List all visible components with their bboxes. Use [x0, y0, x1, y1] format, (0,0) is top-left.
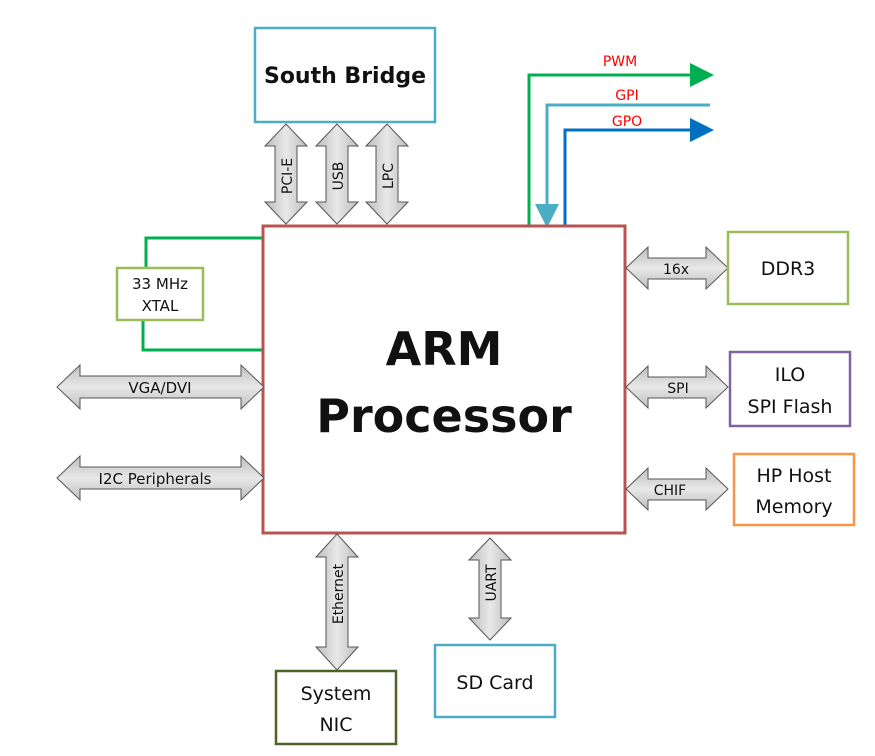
xtal-label-line2: XTAL	[142, 297, 179, 315]
spi-bus-label: SPI	[667, 381, 688, 397]
hp-host-memory-block: HP Host Memory	[732, 452, 856, 527]
spi-bus-arrow: SPI	[625, 364, 729, 410]
uart-bus-arrow: UART	[467, 537, 513, 641]
nic-label-line1: System	[301, 683, 372, 705]
gpi-signal: GPI	[535, 88, 710, 228]
pcie-bus-label: PCI-E	[280, 158, 296, 194]
xtal-wires	[141, 236, 262, 352]
lpc-bus-arrow: LPC	[364, 123, 410, 225]
arm-processor-block: ARM Processor	[261, 224, 627, 535]
gpo-label: GPO	[612, 114, 642, 130]
nic-label-line2: NIC	[319, 714, 352, 736]
ethernet-bus-label: Ethernet	[331, 563, 347, 624]
ddr-bus-label: 16x	[663, 262, 689, 278]
ddr-bus-arrow: 16x	[625, 245, 729, 291]
pwm-signal: PWM	[527, 54, 714, 225]
usb-bus-arrow: USB	[314, 123, 360, 225]
hp-host-label-line1: HP Host	[756, 465, 831, 487]
chif-bus-label: CHIF	[654, 483, 686, 499]
pcie-bus-arrow: PCI-E	[263, 123, 309, 225]
ddr3-label: DDR3	[761, 258, 816, 280]
south-bridge-block: South Bridge	[253, 26, 437, 124]
processor-label-line1: ARM	[386, 322, 503, 376]
gpo-signal: GPO	[563, 114, 714, 225]
sd-card-block: SD Card	[433, 643, 557, 719]
chif-bus-arrow: CHIF	[625, 466, 729, 512]
ilo-spi-flash-block: ILO SPI Flash	[728, 350, 852, 428]
lpc-bus-label: LPC	[381, 163, 397, 189]
xtal-block: 33 MHz XTAL	[115, 266, 205, 322]
processor-label-line2: Processor	[316, 389, 572, 443]
i2c-bus-arrow: I2C Peripherals	[56, 454, 265, 502]
i2c-label: I2C Peripherals	[99, 470, 212, 488]
hp-host-label-line2: Memory	[755, 496, 832, 518]
usb-bus-label: USB	[331, 162, 347, 191]
south-bridge-label: South Bridge	[264, 64, 426, 89]
sd-card-label: SD Card	[456, 672, 533, 694]
vga-dvi-label: VGA/DVI	[128, 379, 191, 397]
xtal-label-line1: 33 MHz	[132, 275, 188, 293]
vga-dvi-bus-arrow: VGA/DVI	[56, 363, 265, 411]
ilo-label-line1: ILO	[775, 364, 805, 386]
ddr3-block: DDR3	[726, 230, 850, 306]
uart-bus-label: UART	[484, 564, 500, 602]
gpi-label: GPI	[615, 88, 638, 104]
ethernet-bus-arrow: Ethernet	[314, 533, 360, 671]
pwm-label: PWM	[603, 54, 637, 70]
system-nic-block: System NIC	[274, 669, 398, 746]
ilo-label-line2: SPI Flash	[748, 396, 833, 418]
